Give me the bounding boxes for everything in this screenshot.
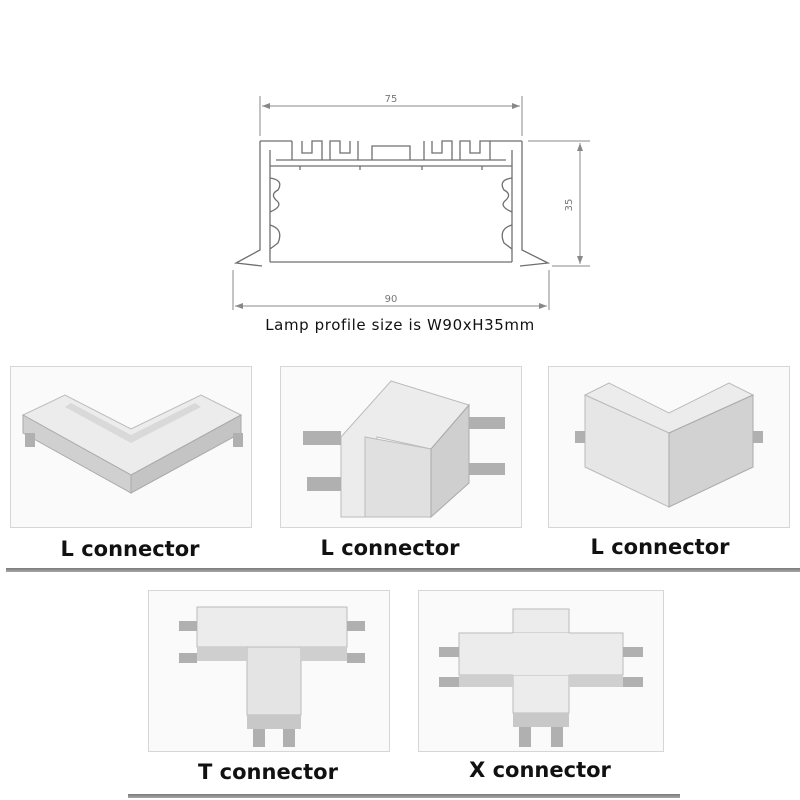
l-connector-side-label: L connector <box>320 536 460 560</box>
l-connector-corner-panel <box>548 366 790 528</box>
bottom-divider <box>128 794 680 798</box>
dimension-height <box>528 140 590 267</box>
t-connector-icon <box>179 606 365 747</box>
l-connector-side-panel <box>280 366 522 528</box>
x-connector-panel <box>418 590 664 752</box>
dimension-width-bottom <box>232 270 550 310</box>
l-connector-corner-label: L connector <box>590 535 730 559</box>
t-connector-panel <box>148 590 390 752</box>
l-connector-side-icon <box>303 380 505 519</box>
profile-cross-section-drawing: 75 35 90 <box>232 94 590 310</box>
t-connector-label: T connector <box>198 760 338 784</box>
l-connector-corner-icon <box>575 382 763 508</box>
dimension-width-bottom-label: 90 <box>385 294 398 305</box>
l-connector-flat-label: L connector <box>60 537 200 561</box>
profile-size-caption: Lamp profile size is W90xH35mm <box>265 316 535 334</box>
l-connector-flat-panel <box>10 366 252 528</box>
dimension-width-top <box>259 96 523 136</box>
row-divider <box>6 568 800 572</box>
dimension-height-label: 35 <box>564 199 575 212</box>
x-connector-icon <box>439 608 643 747</box>
l-connector-flat-icon <box>21 394 243 494</box>
x-connector-label: X connector <box>469 758 611 782</box>
dimension-width-top-label: 75 <box>385 94 398 105</box>
profile-outline <box>233 140 551 267</box>
